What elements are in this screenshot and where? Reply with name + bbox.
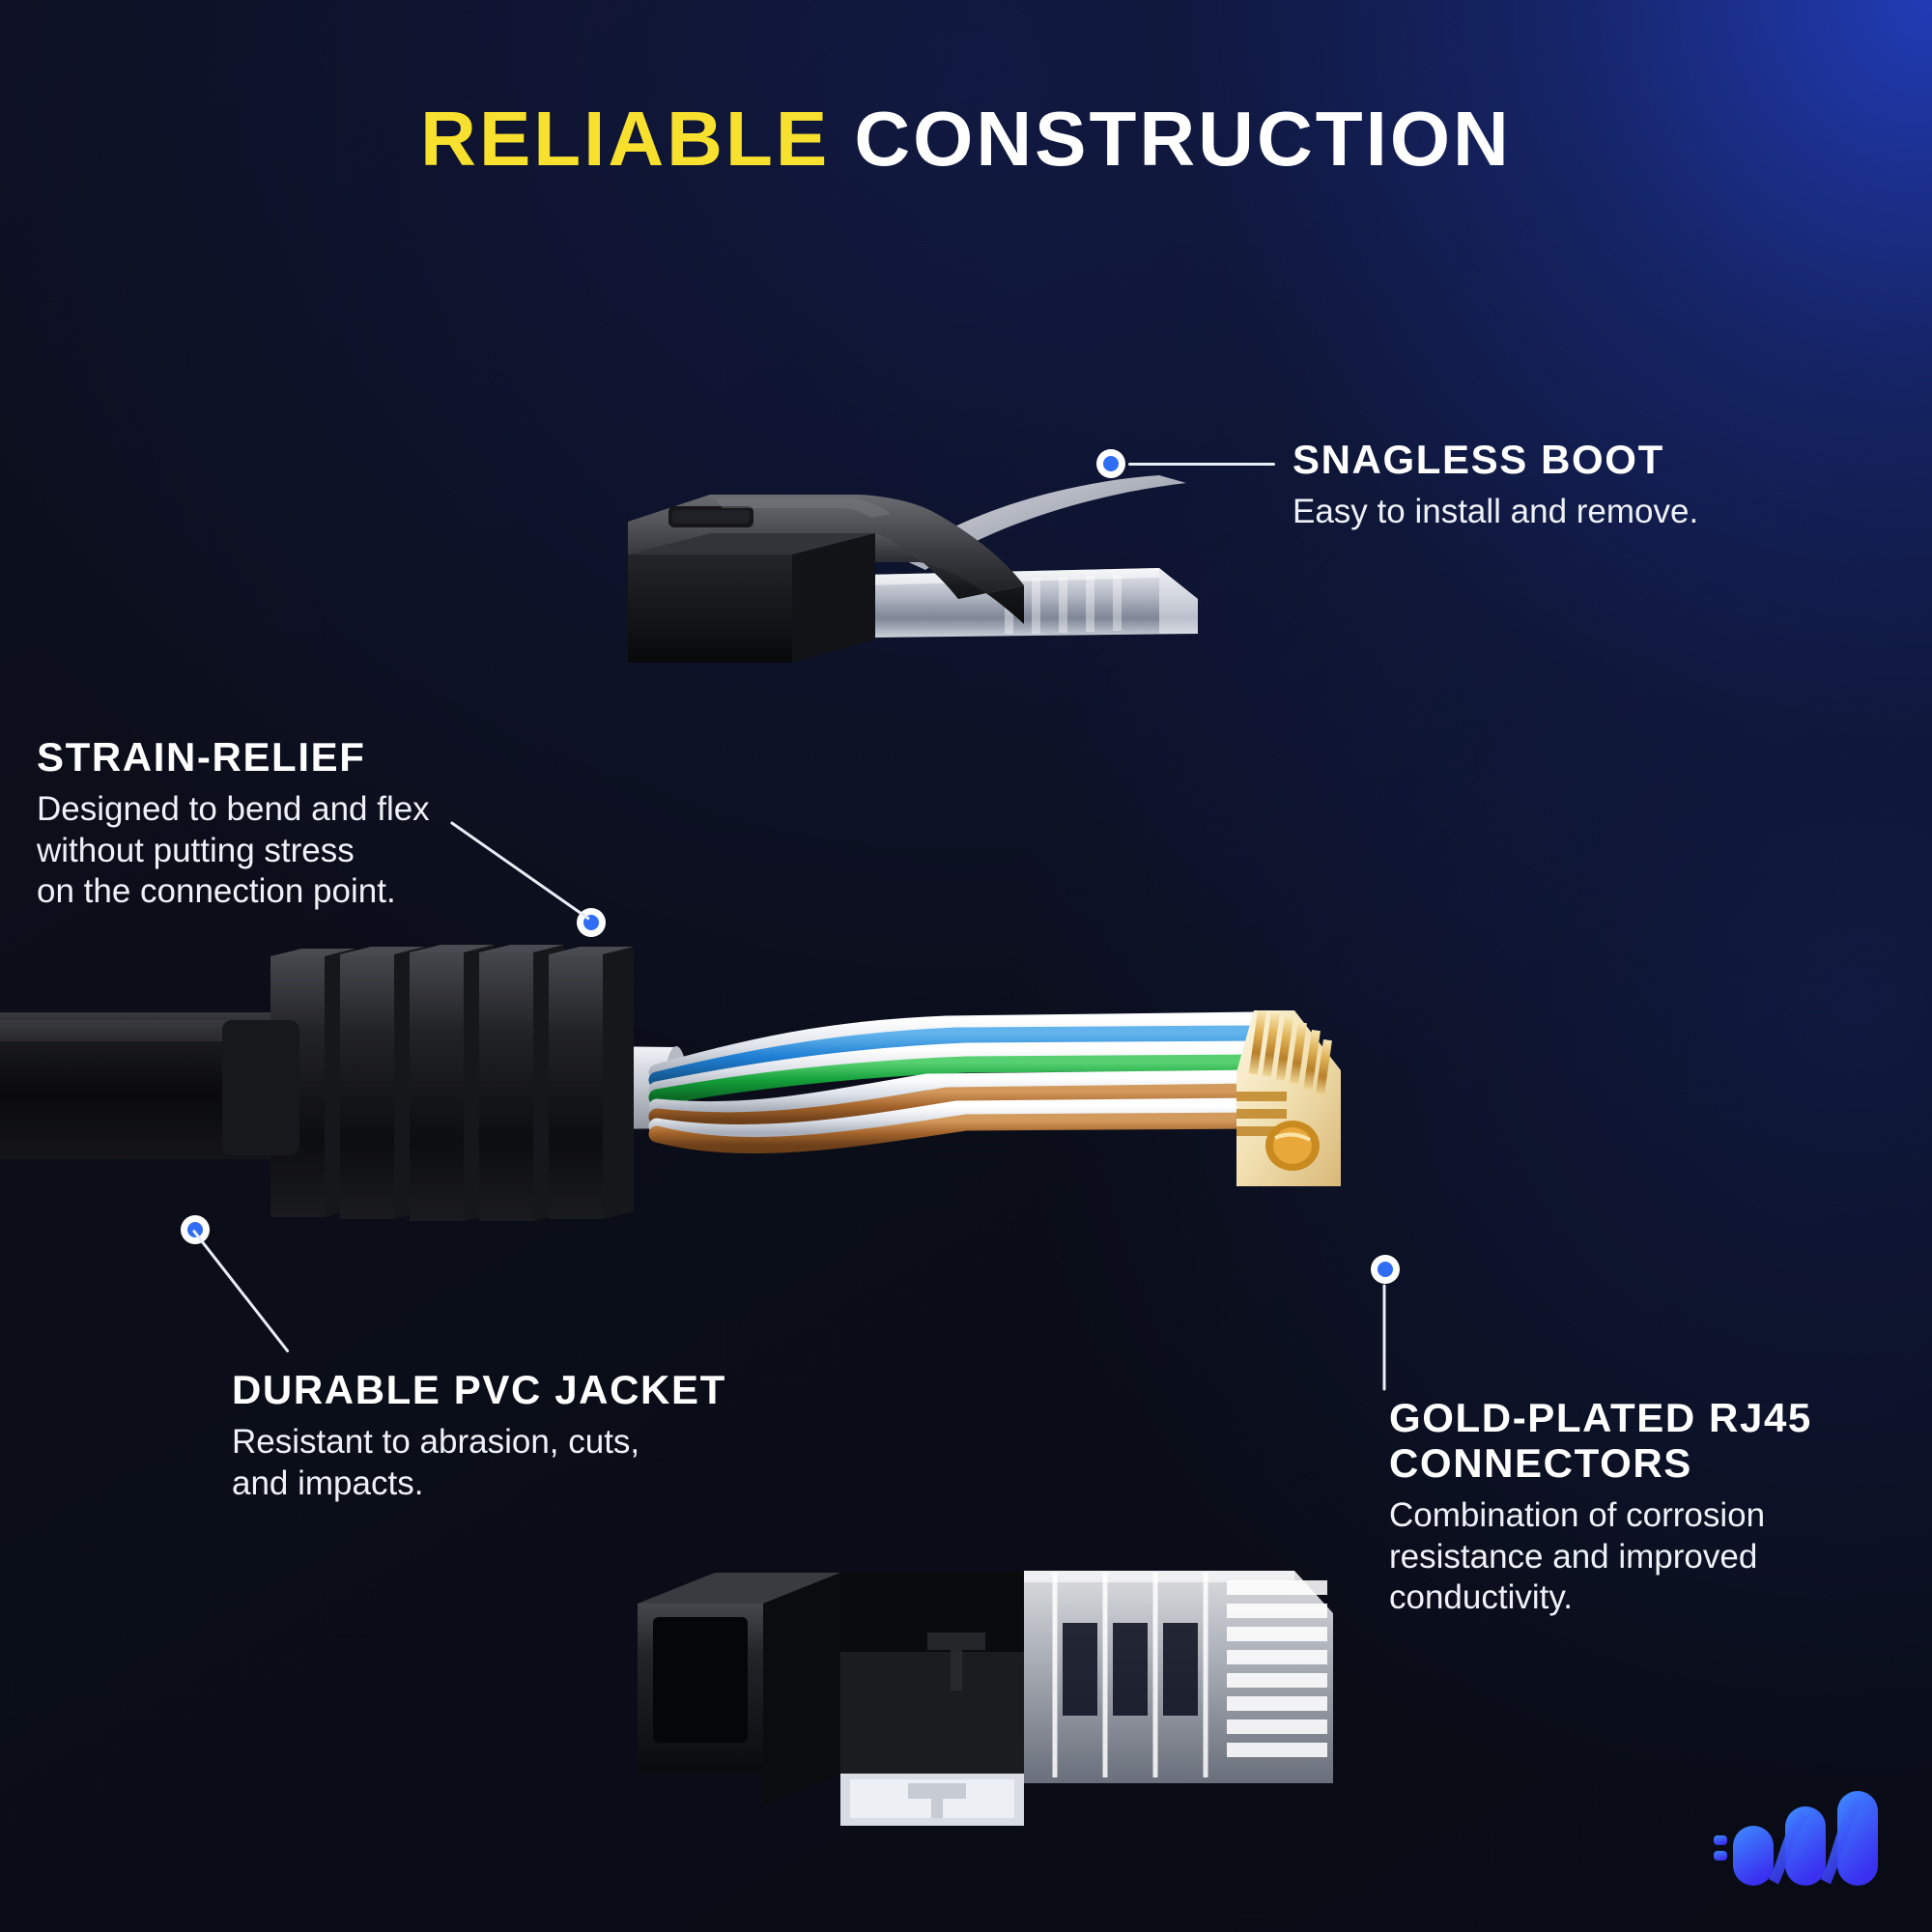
snagless-boot-connector-image bbox=[618, 454, 1352, 705]
callout-pvc-jacket-body: Resistant to abrasion, cuts, and impacts… bbox=[232, 1423, 640, 1502]
page-title: RELIABLE CONSTRUCTION bbox=[0, 95, 1932, 182]
callout-snagless-boot-heading: SNAGLESS BOOT bbox=[1293, 437, 1664, 482]
logo-swoosh-2 bbox=[1821, 1797, 1863, 1885]
callout-pvc-jacket-heading: DURABLE PVC JACKET bbox=[232, 1367, 726, 1412]
logo-dash-bottom bbox=[1714, 1851, 1727, 1861]
callout-snagless-boot-body: Easy to install and remove. bbox=[1293, 493, 1699, 531]
clear-rj45-connector-image bbox=[618, 1536, 1352, 1845]
page-title-rest: CONSTRUCTION bbox=[854, 95, 1512, 182]
leader-line-gold-connectors bbox=[1382, 1284, 1386, 1391]
callout-snagless-boot: SNAGLESS BOOT Easy to install and remove… bbox=[1293, 437, 1911, 533]
callout-gold-connectors: GOLD-PLATED RJ45 CONNECTORS Combination … bbox=[1389, 1395, 1930, 1619]
callout-gold-connectors-body: Combination of corrosion resistance and … bbox=[1389, 1496, 1766, 1617]
logo-swoosh-1 bbox=[1769, 1810, 1809, 1885]
callout-dot-snagless-boot bbox=[1096, 449, 1125, 478]
page-title-highlight: RELIABLE bbox=[420, 95, 831, 182]
callout-gold-connectors-heading: GOLD-PLATED RJ45 CONNECTORS bbox=[1389, 1395, 1812, 1487]
callout-strain-relief-body: Designed to bend and flex without puttin… bbox=[37, 790, 430, 911]
logo-bar-1 bbox=[1733, 1826, 1774, 1886]
logo-dash-top bbox=[1714, 1835, 1727, 1845]
callout-dot-gold-connectors bbox=[1371, 1255, 1400, 1284]
callout-pvc-jacket: DURABLE PVC JACKET Resistant to abrasion… bbox=[232, 1367, 850, 1504]
callout-strain-relief-heading: STRAIN-RELIEF bbox=[37, 734, 366, 780]
cable-assembly-image bbox=[0, 927, 1430, 1275]
callout-strain-relief: STRAIN-RELIEF Designed to bend and flex … bbox=[37, 734, 578, 913]
brand-logo bbox=[1712, 1789, 1895, 1907]
leader-line-snagless-boot bbox=[1128, 463, 1275, 466]
